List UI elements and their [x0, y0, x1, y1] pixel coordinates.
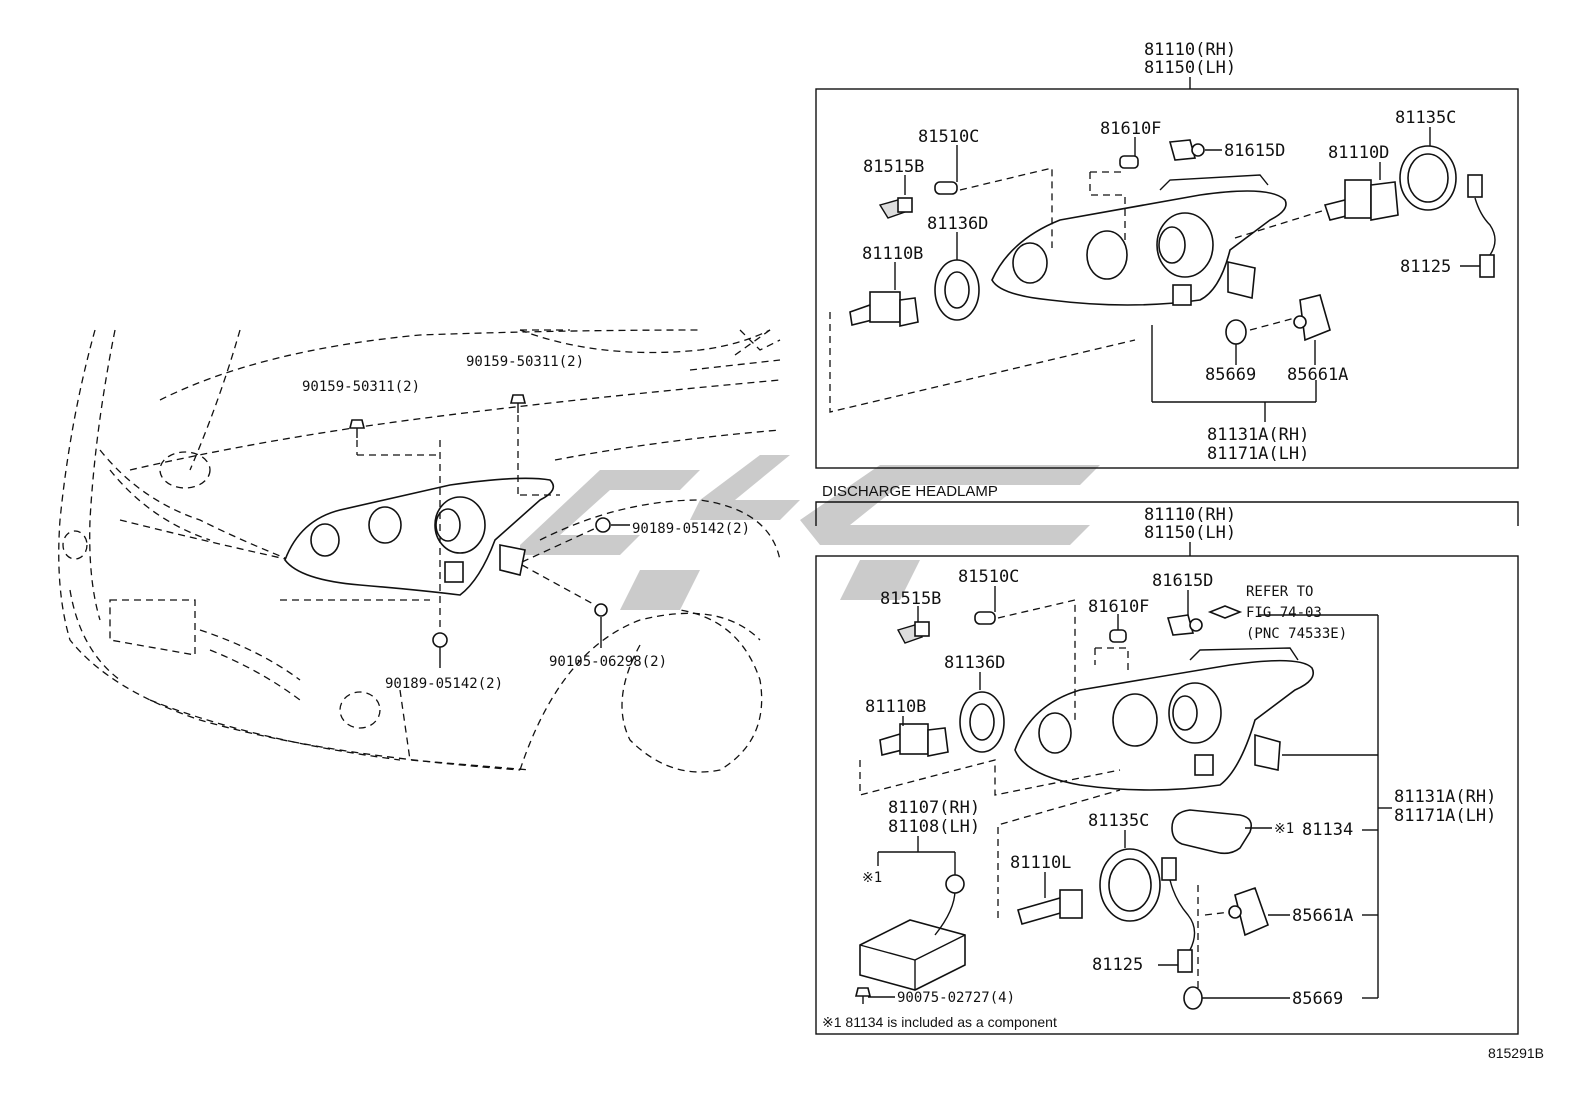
top-label-81615D: 81615D [1224, 141, 1285, 161]
bottom-actuator-85661A [1228, 886, 1270, 937]
top-panel: 81110(RH) 81150(LH) [815, 40, 1519, 469]
bottom-label-81510C: 81510C [958, 567, 1019, 587]
refer-arrow-icon [1207, 605, 1243, 619]
bottom-panel: DISCHARGE HEADLAMP 81110(RH) 81150(LH) [815, 483, 1519, 1035]
bottom-cap-81135C [1099, 848, 1161, 922]
bottom-harness-81125 [1161, 857, 1196, 973]
top-label-85669: 85669 [1205, 365, 1256, 385]
refer-to-text: REFER TO [1246, 584, 1313, 600]
top-bulb-81110B [849, 291, 919, 327]
bottom-label-81107: 81107(RH) [888, 798, 980, 818]
bottom-label-81110L: 81110L [1010, 853, 1071, 873]
refer-pnc-text: (PNC 74533E) [1246, 626, 1347, 642]
bottom-headlamp-assembly [1014, 647, 1314, 791]
top-label-81110B: 81110B [862, 244, 923, 264]
bottom-label-81135C: 81135C [1088, 811, 1149, 831]
bottom-label-81131A: 81131A(RH) [1394, 787, 1496, 807]
top-bulb-81610F [1119, 155, 1139, 169]
bottom-mark-ballast: ※1 [862, 870, 882, 886]
vehicle-callouts: 90159-50311(2) 90159-50311(2) 90189-0514… [302, 354, 750, 692]
bottom-bulb-81510C [974, 611, 996, 625]
top-seal-81136D [934, 259, 980, 321]
top-label-81510C: 81510C [918, 127, 979, 147]
bottom-mark-gasket: ※1 [1274, 821, 1294, 837]
bottom-label-81134: 81134 [1302, 820, 1353, 840]
top-label-81515B: 81515B [863, 157, 924, 177]
callout-90189-05142-bottom: 90189-05142(2) [385, 676, 503, 692]
top-label-81135C: 81135C [1395, 108, 1456, 128]
bottom-label-85669: 85669 [1292, 989, 1343, 1009]
top-label-81610F: 81610F [1100, 119, 1161, 139]
figure-code: 815291B [1488, 1045, 1544, 1061]
top-label-81136D: 81136D [927, 214, 988, 234]
bottom-bulb-81515B [896, 621, 930, 644]
bottom-label-85661A: 85661A [1292, 906, 1353, 926]
top-label-81125: 81125 [1400, 257, 1451, 277]
top-header-rh: 81110(RH) [1144, 40, 1236, 60]
bottom-label-81171A: 81171A(LH) [1394, 806, 1496, 826]
bottom-label-81136D: 81136D [944, 653, 1005, 673]
top-bulb-81110D [1323, 179, 1399, 221]
bottom-bulb-81610F [1109, 629, 1127, 643]
top-headlamp-assembly [991, 174, 1287, 306]
callout-90159-50311-left: 90159-50311(2) [302, 379, 420, 395]
top-bulb-81510C [934, 181, 958, 195]
top-label-85661A: 85661A [1287, 365, 1348, 385]
refer-fig-text: FIG 74-03 [1246, 605, 1322, 621]
bottom-header-rh: 81110(RH) [1144, 505, 1236, 525]
bottom-label-81515B: 81515B [880, 589, 941, 609]
callout-90159-50311-right: 90159-50311(2) [466, 354, 584, 370]
bottom-bulb-81110L [1017, 889, 1083, 925]
top-label-81171A: 81171A(LH) [1207, 444, 1309, 464]
top-socket-81615D [1168, 139, 1205, 161]
footnote: ※1 81134 is included as a component [822, 1014, 1057, 1030]
bottom-panel-frame [815, 555, 1519, 1035]
bottom-gasket-81134 [1171, 809, 1253, 855]
bottom-socket-81615D [1166, 614, 1203, 636]
top-panel-frame [815, 88, 1519, 469]
top-oring-85669 [1225, 319, 1247, 345]
top-label-81131A: 81131A(RH) [1207, 425, 1309, 445]
bottom-ballast-81107 [859, 874, 966, 991]
bottom-oring-85669 [1183, 986, 1203, 1010]
top-cap-81135C [1399, 145, 1457, 211]
vehicle-front-view [58, 329, 781, 773]
bottom-label-81108: 81108(LH) [888, 817, 980, 837]
top-header-lh: 81150(LH) [1144, 58, 1236, 78]
top-bulb-81515B [878, 197, 913, 219]
callout-90189-05142-right: 90189-05142(2) [632, 521, 750, 537]
bottom-bulb-81110B [879, 723, 949, 757]
top-label-81110D: 81110D [1328, 143, 1389, 163]
callout-90105-06298: 90105-06298(2) [549, 654, 667, 670]
bottom-label-81610F: 81610F [1088, 597, 1149, 617]
bottom-label-90075: 90075-02727(4) [897, 990, 1015, 1006]
top-actuator-85661A [1293, 294, 1331, 342]
bottom-label-81615D: 81615D [1152, 571, 1213, 591]
bottom-label-81125: 81125 [1092, 955, 1143, 975]
bottom-seal-81136D [959, 691, 1005, 753]
bottom-screw-90075 [854, 987, 872, 1004]
discharge-section-title: DISCHARGE HEADLAMP [822, 483, 998, 500]
vehicle-fasteners [348, 394, 630, 668]
bottom-header-lh: 81150(LH) [1144, 523, 1236, 543]
top-harness-81125 [1467, 174, 1496, 278]
bottom-label-81110B: 81110B [865, 697, 926, 717]
